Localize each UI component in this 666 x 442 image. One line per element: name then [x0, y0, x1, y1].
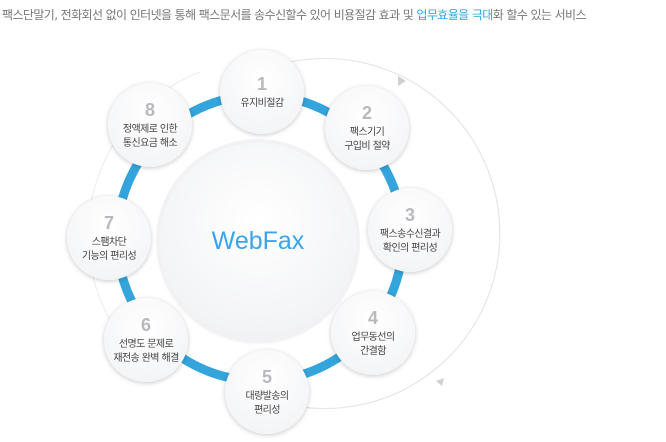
- outer-arc: [289, 57, 501, 410]
- benefit-node: 7 스팸차단 기능의 편리성: [67, 196, 151, 280]
- headline-text-end: 화 할수 있는 서비스: [492, 8, 587, 22]
- node-label: 업무동선의 간결함: [351, 331, 395, 357]
- benefit-node: 6 선명도 문제로 재전송 완벽 해결: [104, 298, 188, 382]
- node-label: 스팸차단 기능의 편리성: [81, 236, 137, 262]
- headline: 팩스단말기, 전화회선 없이 인터넷을 통해 팩스문서를 송수신할수 있어 비용…: [2, 6, 586, 23]
- node-number: 3: [404, 204, 415, 225]
- benefit-node: 4 업무동선의 간결함: [331, 291, 415, 375]
- node-number: 6: [140, 314, 151, 335]
- arrow-icon: [436, 378, 444, 386]
- benefit-node: 2 팩스기기 구입비 절약: [325, 86, 409, 170]
- node-number: 7: [103, 212, 114, 233]
- node-number: 1: [256, 73, 267, 94]
- benefit-node: 8 정액제로 인한 통신요금 해소: [108, 83, 192, 167]
- headline-highlight: 업무효율을 극대: [416, 8, 493, 22]
- node-label: 유지비절감: [240, 97, 284, 109]
- node-number: 2: [361, 102, 372, 123]
- headline-text: 팩스단말기, 전화회선 없이 인터넷을 통해 팩스문서를 송수신할수 있어 비용…: [2, 8, 417, 22]
- node-number: 4: [367, 307, 378, 328]
- node-number: 8: [144, 99, 155, 120]
- arrow-icon: [398, 76, 406, 86]
- node-number: 5: [261, 366, 272, 387]
- benefit-node: 1 유지비절감: [220, 50, 304, 134]
- node-label: 팩스송수신결과 확인의 편리성: [379, 228, 441, 254]
- node-label: 팩스기기 구입비 절약: [344, 126, 390, 152]
- webfax-center: WebFax: [160, 143, 356, 339]
- node-label: 대량발송의 편리성: [245, 390, 289, 416]
- benefit-node: 5 대량발송의 편리성: [225, 350, 309, 434]
- center-label: WebFax: [211, 226, 305, 255]
- benefit-node: 3 팩스송수신결과 확인의 편리성: [368, 188, 452, 272]
- node-label: 정액제로 인한 통신요금 해소: [122, 123, 178, 149]
- node-label: 선명도 문제로 재전송 완벽 해결: [113, 338, 179, 364]
